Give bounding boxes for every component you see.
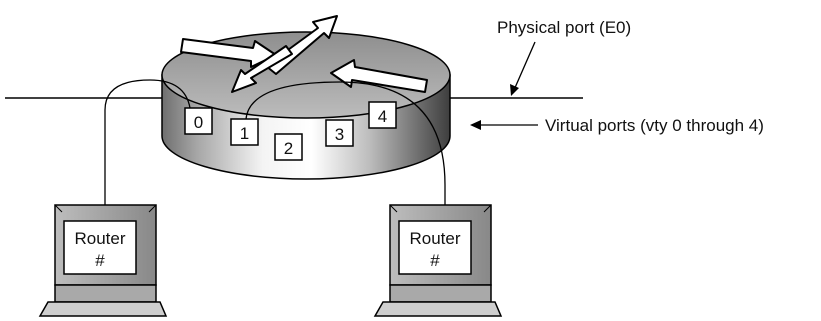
port-3: 3 (325, 119, 354, 147)
terminal-screen-prompt-symbol: # (430, 251, 440, 270)
port-1: 1 (230, 118, 259, 146)
port-2-label: 2 (284, 139, 293, 158)
router-arrow-down-icon (231, 45, 293, 93)
connection-line-right (245, 81, 446, 205)
computer-icon: Router # (38, 204, 168, 317)
computer-icon: Router # (373, 204, 503, 317)
terminal-screen-prompt-label: Router (74, 229, 125, 248)
port-0-label: 0 (194, 113, 203, 132)
terminal-screen (398, 220, 472, 275)
port-4: 4 (368, 101, 397, 129)
router-arrow-left-icon (330, 59, 428, 93)
terminal-screen (63, 220, 137, 275)
router-arrows (180, 15, 428, 93)
router-icon: 0 1 2 3 4 (161, 15, 451, 180)
physical-port-label: Physical port (E0) (497, 18, 631, 37)
terminal-screen-prompt-symbol: # (95, 251, 105, 270)
terminal-right: Router # (373, 204, 503, 317)
port-4-label: 4 (378, 107, 387, 126)
callout-arrowhead-icon (470, 120, 481, 130)
port-2: 2 (274, 133, 303, 161)
callout-arrowhead-icon (510, 84, 519, 96)
port-1-label: 1 (240, 124, 249, 143)
terminal-left: Router # (38, 204, 168, 317)
terminal-screen-prompt-label: Router (409, 229, 460, 248)
physical-port-callout (510, 41, 536, 96)
connection-line-left (104, 79, 191, 205)
router-ports: 0 1 2 3 4 (184, 101, 397, 161)
port-0: 0 (184, 107, 213, 135)
port-3-label: 3 (335, 125, 344, 144)
virtual-ports-callout (470, 120, 538, 130)
virtual-ports-label: Virtual ports (vty 0 through 4) (545, 116, 764, 135)
